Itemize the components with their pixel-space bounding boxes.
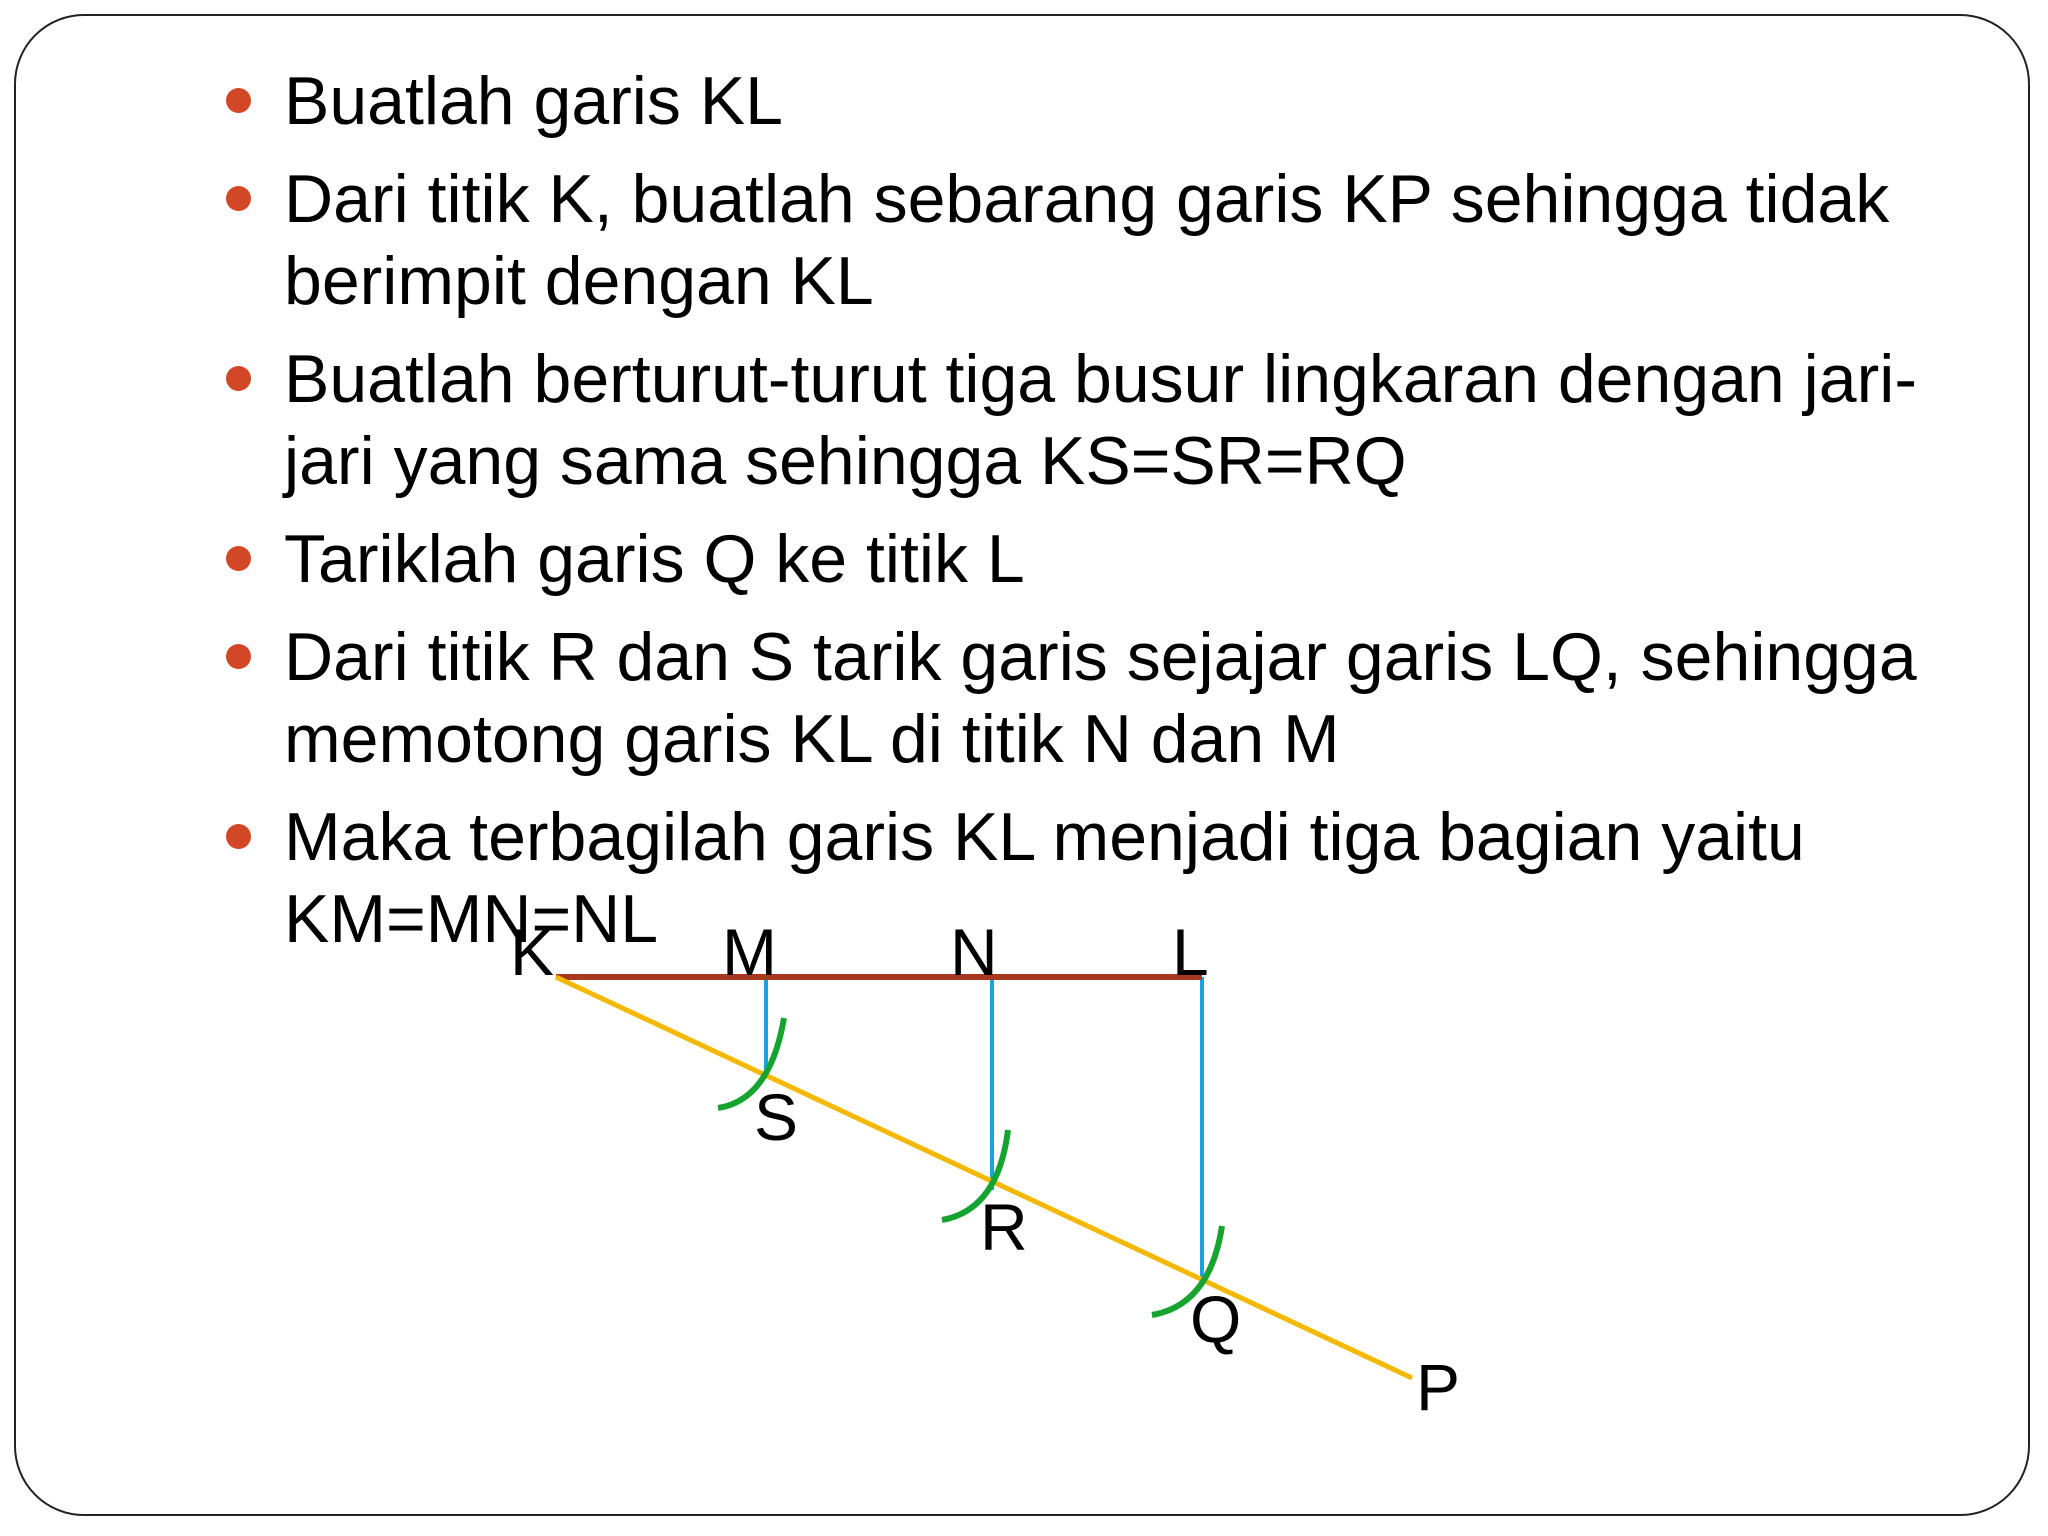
step-item: Buatlah garis KL: [222, 60, 1962, 142]
step-item: Dari titik R dan S tarik garis sejajar g…: [222, 616, 1962, 780]
step-text: Dari titik K, buatlah sebarang garis KP …: [284, 161, 1890, 319]
step-item: Dari titik K, buatlah sebarang garis KP …: [222, 158, 1962, 322]
step-item: Tariklah garis Q ke titik L: [222, 518, 1962, 600]
step-text: Tariklah garis Q ke titik L: [284, 521, 1025, 597]
bullet-dot-icon: [226, 824, 251, 849]
step-text: Maka terbagilah garis KL menjadi tiga ba…: [284, 799, 1805, 957]
bullet-dot-icon: [226, 644, 251, 669]
steps-list: Buatlah garis KL Dari titik K, buatlah s…: [222, 60, 1962, 976]
step-text: Dari titik R dan S tarik garis sejajar g…: [284, 619, 1917, 777]
step-item: Maka terbagilah garis KL menjadi tiga ba…: [222, 796, 1962, 960]
bullet-dot-icon: [226, 186, 251, 211]
bullet-dot-icon: [226, 88, 251, 113]
step-text: Buatlah garis KL: [284, 63, 783, 139]
step-text: Buatlah berturut-turut tiga busur lingka…: [284, 341, 1917, 499]
bullet-dot-icon: [226, 366, 251, 391]
step-item: Buatlah berturut-turut tiga busur lingka…: [222, 338, 1962, 502]
bullet-dot-icon: [226, 546, 251, 571]
